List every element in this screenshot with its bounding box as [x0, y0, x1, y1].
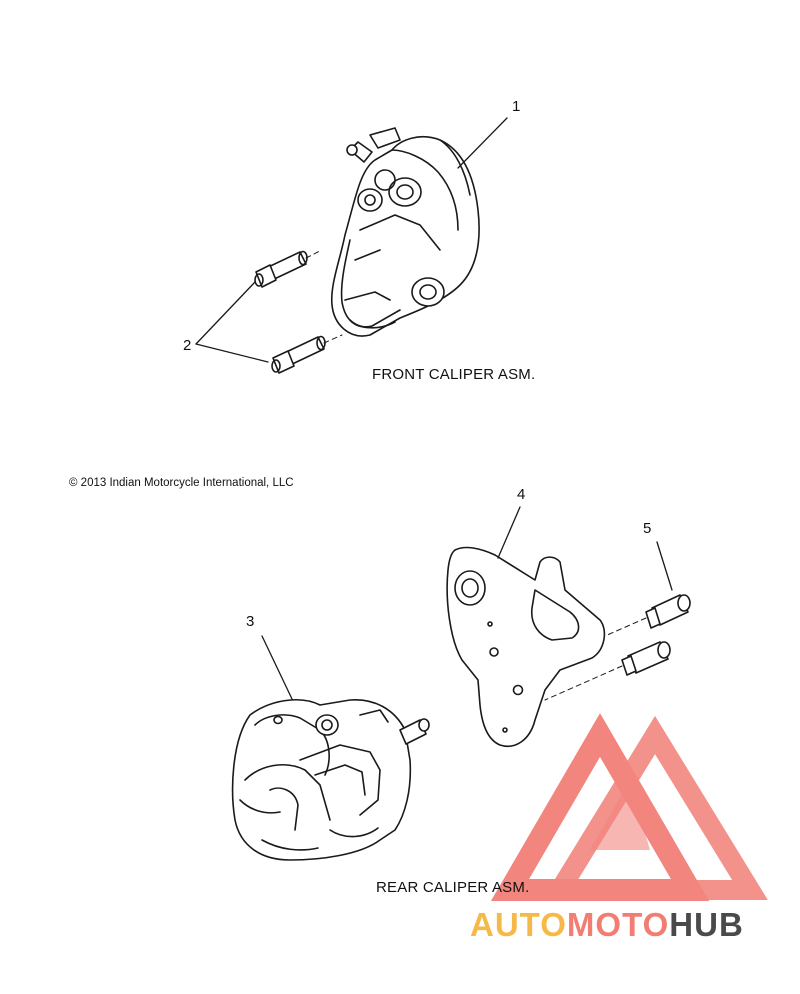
watermark-auto: AUTO — [470, 906, 567, 943]
watermark-moto: MOTO — [566, 906, 670, 943]
rear-caliper-title: REAR CALIPER ASM. — [376, 879, 530, 896]
front-bolt-upper — [254, 249, 323, 288]
bracket-drawing — [446, 506, 606, 747]
callout-4: 4 — [517, 486, 526, 503]
front-bolt-lower — [271, 334, 343, 374]
callout-2: 2 — [183, 337, 192, 354]
copyright-text: © 2013 Indian Motorcycle International, … — [69, 477, 294, 489]
watermark-hub: HUB — [669, 906, 744, 943]
front-caliper-title: FRONT CALIPER ASM. — [372, 366, 536, 383]
callout-3: 3 — [246, 613, 255, 630]
rear-caliper-drawing — [231, 635, 430, 861]
watermark-logo — [490, 713, 768, 901]
callout-5: 5 — [643, 520, 652, 537]
watermark-text: AUTOMOTOHUB — [470, 906, 744, 944]
callout-1: 1 — [512, 98, 521, 115]
rear-bolts-drawing — [544, 541, 691, 701]
front-caliper-drawing — [195, 117, 508, 374]
